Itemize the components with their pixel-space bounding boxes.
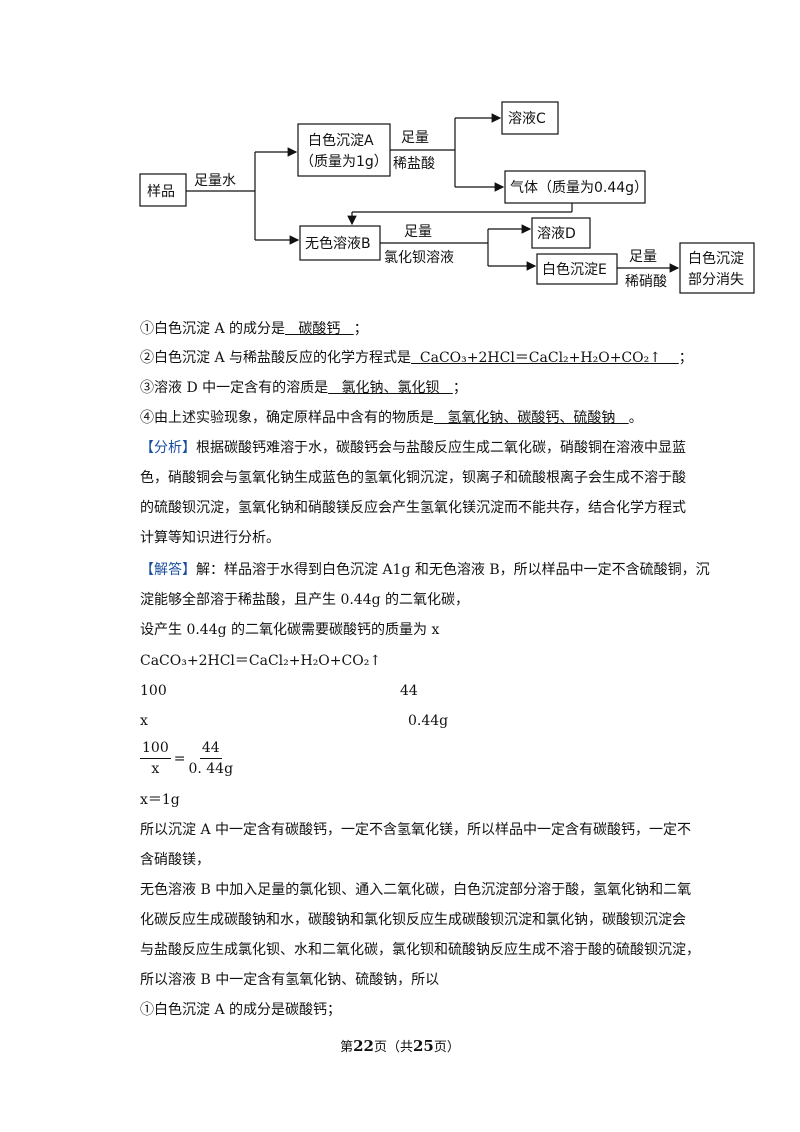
solution-d-label: 溶液D	[537, 226, 576, 242]
result-label-1: 白色沉淀	[688, 250, 744, 267]
current-page: 22	[353, 1037, 374, 1055]
sample-box	[139, 173, 187, 207]
solution-line-8: 与盐酸反应生成氯化钡、水和二氧化碳，氯化钡和硫酸钠反应生成不溶于酸的硫酸钡沉淀，	[140, 942, 700, 958]
solution-line-5: 含硝酸镁，	[140, 852, 210, 868]
analysis-line-4: 计算等知识进行分析。	[140, 530, 280, 546]
result-label-2: 部分消失	[688, 272, 744, 288]
chemical-equation: CaCO₃+2HCl＝CaCl₂+H₂O+CO₂↑	[140, 653, 382, 669]
result-box	[679, 242, 755, 294]
proportion-equation: 100 x = 44 0. 44g	[140, 740, 234, 777]
foot-label-1: 足量	[401, 130, 429, 146]
analysis-line-1: 【分析】根据碳酸钙难溶于水，碳酸钙会与盐酸反应生成二氧化碳，硝酸铜在溶液中显蓝	[140, 440, 686, 456]
foot-label-3: 足量	[629, 249, 657, 265]
question-1: ①白色沉淀 A 的成分是 碳酸钙 ；	[140, 321, 368, 337]
flow-diagram: 样品 足量水 白色沉淀A （质量为1g） 足量 稀盐酸 溶液C 气体（质量为0.…	[139, 101, 755, 294]
analysis-line-2: 色，硝酸铜会与氢氧化钠生成蓝色的氢氧化铜沉淀，钡离子和硫酸根离子会生成不溶于酸	[140, 470, 686, 486]
answer-1: 碳酸钙	[285, 321, 354, 337]
solution-line-9: 所以溶液 B 中一定含有氢氧化钠、硫酸钠，所以	[140, 972, 440, 988]
precip-a-label: 白色沉淀A	[308, 132, 374, 149]
gas-box	[504, 170, 646, 204]
solution-c-label: 溶液C	[508, 111, 546, 127]
solution-line-2: 淀能够全部溶于稀盐酸，且产生 0.44g 的二氧化碳，	[140, 592, 470, 608]
fraction-right: 44 0. 44g	[188, 740, 234, 777]
precip-e-box	[536, 253, 618, 285]
acid-label-2: 稀硝酸	[625, 274, 667, 290]
analysis-tag: 【分析】	[140, 440, 196, 456]
acid-label-1: 稀盐酸	[393, 156, 435, 172]
answer-4: 氢氧化钠、碳酸钙、硫酸钠	[434, 410, 629, 426]
solution-line-10: ①白色沉淀 A 的成分是碳酸钙；	[140, 1002, 342, 1018]
page-footer: 第22页（共25页）	[340, 1037, 460, 1055]
foot-label-2: 足量	[404, 224, 432, 240]
answer-2: CaCO₃+2HCl＝CaCl₂+H₂O+CO₂↑	[411, 350, 679, 366]
solution-line-3: 设产生 0.44g 的二氧化碳需要碳酸钙的质量为 x	[140, 622, 440, 638]
precip-e-label: 白色沉淀E	[542, 261, 607, 278]
water-label: 足量水	[194, 173, 236, 189]
gas-label: 气体（质量为0.44g）	[510, 180, 648, 196]
question-4: ④由上述实验现象，确定原样品中含有的物质是 氢氧化钠、碳酸钙、硫酸钠 。	[140, 410, 643, 426]
analysis-line-3: 的硫酸钡沉淀，氢氧化钠和硝酸镁反应会产生氢氧化镁沉淀而不能共存，结合化学方程式	[140, 500, 686, 516]
molar-mass-co2: 44	[400, 683, 418, 699]
solution-line-4: 所以沉淀 A 中一定含有碳酸钙，一定不含氢氧化镁，所以样品中一定含有碳酸钙，一定…	[140, 822, 692, 838]
sample-label: 样品	[147, 184, 175, 200]
molar-mass-caco3: 100	[140, 683, 167, 699]
solution-b-label: 无色溶液B	[305, 235, 371, 252]
precip-a-mass: （质量为1g）	[300, 154, 388, 170]
question-3: ③溶液 D 中一定含有的溶质是 氯化钠、氯化钡 ；	[140, 380, 467, 396]
total-pages: 25	[413, 1037, 434, 1055]
answer-3: 氯化钠、氯化钡	[328, 380, 453, 396]
fraction-left: 100 x	[140, 740, 171, 777]
solution-c-box	[501, 101, 559, 135]
solution-line-7: 化碳反应生成碳酸钠和水，碳酸钠和氯化钡反应生成碳酸钡沉淀和氯化钠，碳酸钡沉淀会	[140, 912, 686, 928]
result-x: x＝1g	[140, 792, 180, 808]
solution-line-6: 无色溶液 B 中加入足量的氯化钡、通入二氧化碳，白色沉淀部分溶于酸，氢氧化钠和二…	[140, 882, 692, 898]
bacl2-label: 氯化钡溶液	[384, 250, 454, 266]
question-2: ②白色沉淀 A 与稀盐酸反应的化学方程式是 CaCO₃+2HCl＝CaCl₂+H…	[140, 350, 693, 366]
unknown-x: x	[140, 713, 148, 729]
solution-tag: 【解答】	[140, 562, 196, 578]
solution-d-box	[531, 217, 591, 249]
gas-mass: 0.44g	[408, 713, 449, 729]
solution-line-1: 【解答】解：样品溶于水得到白色沉淀 A1g 和无色溶液 B，所以样品中一定不含硫…	[140, 562, 710, 578]
